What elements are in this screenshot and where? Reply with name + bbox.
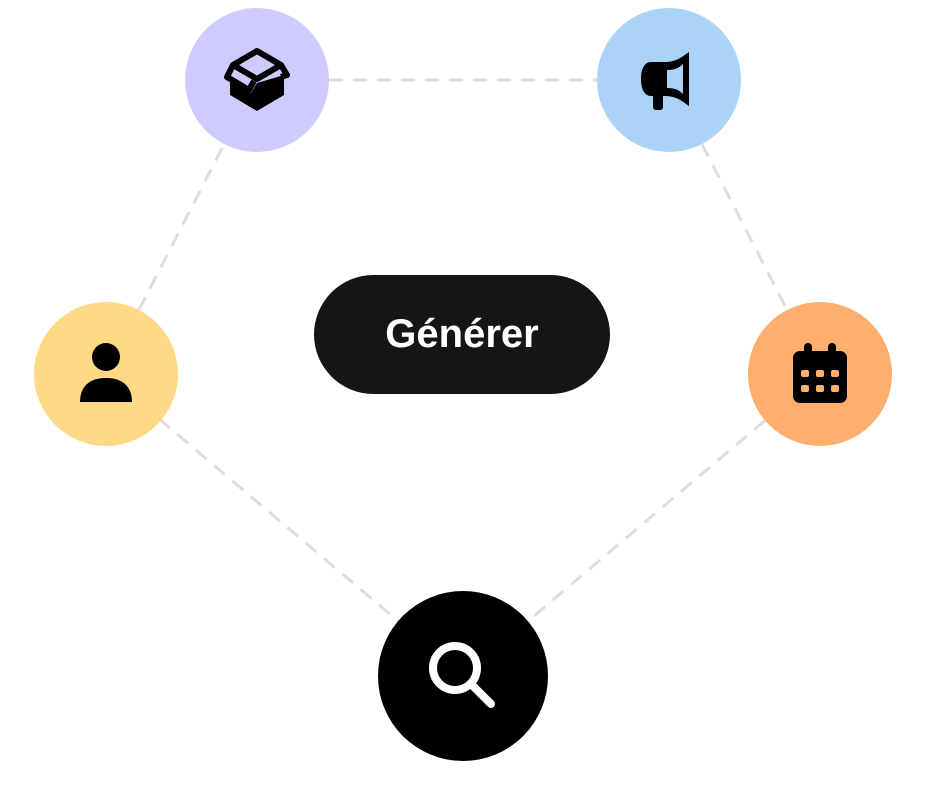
box-node[interactable]: [185, 8, 329, 152]
megaphone-node[interactable]: [597, 8, 741, 152]
user-node[interactable]: [34, 302, 178, 446]
box-icon: [224, 48, 290, 111]
search-node[interactable]: [378, 591, 548, 761]
generate-button[interactable]: Générer: [314, 275, 610, 394]
calendar-icon: [793, 343, 847, 403]
user-icon: [80, 343, 132, 402]
search-icon: [429, 642, 495, 708]
calendar-node[interactable]: [748, 302, 892, 446]
megaphone-icon: [641, 52, 689, 110]
